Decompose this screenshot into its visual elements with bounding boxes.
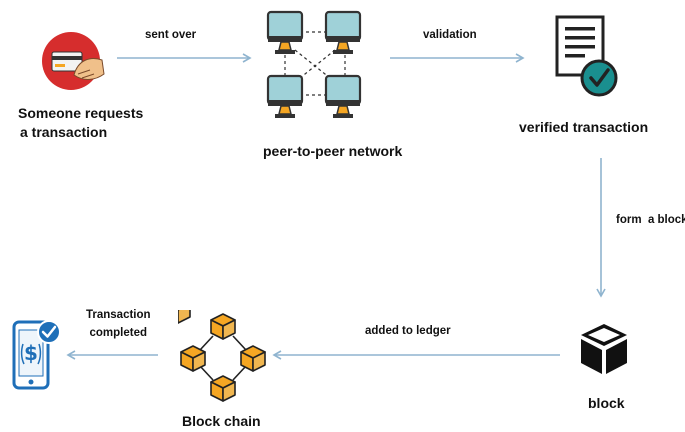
edge-label-added-to-ledger: added to ledger [365, 325, 451, 337]
blockchain-label: Block chain [182, 413, 261, 429]
verified-label: verified transaction [519, 119, 649, 135]
network-label: peer-to-peer network [263, 143, 403, 159]
edge-label-form-block: form a block [616, 214, 685, 226]
edge-label-transaction-completed-line1: Transaction [86, 309, 151, 321]
edge-label-transaction-completed: Transaction completed [86, 306, 151, 342]
phone-payment-check-icon: $ [8, 314, 66, 394]
svg-text:$: $ [24, 341, 38, 365]
document-check-icon [553, 14, 623, 106]
credit-card-hand-icon [38, 30, 108, 92]
computer-network-icon [265, 10, 365, 122]
edge-label-transaction-completed-line2: completed [89, 327, 148, 339]
request-label: Someone requests a transaction [18, 104, 143, 142]
cube-icon [578, 322, 630, 376]
edge-label-validation: validation [423, 29, 477, 41]
block-chain-icon [165, 297, 268, 402]
edge-label-sent-over: sent over [145, 29, 197, 41]
block-label: block [588, 395, 625, 411]
request-label-line1: Someone requests [18, 105, 144, 121]
request-label-line2: a transaction [20, 124, 108, 140]
